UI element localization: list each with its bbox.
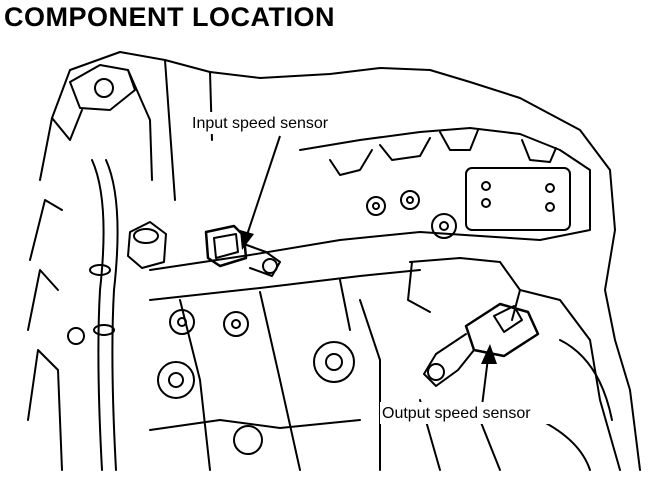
- input-sensor-arrowhead: [240, 230, 254, 250]
- input-sensor-leader: [245, 135, 281, 239]
- output-sensor-leader: [481, 357, 489, 407]
- output-speed-sensor-label: Output speed sensor: [382, 405, 531, 422]
- input-speed-sensor: [204, 224, 248, 268]
- valve-body-top: [299, 127, 591, 241]
- output-sensor-arrowhead: [481, 344, 497, 364]
- page-title: COMPONENT LOCATION: [4, 2, 335, 32]
- input-speed-sensor-label: Input speed sensor: [192, 115, 329, 132]
- housing-outline: [69, 51, 641, 471]
